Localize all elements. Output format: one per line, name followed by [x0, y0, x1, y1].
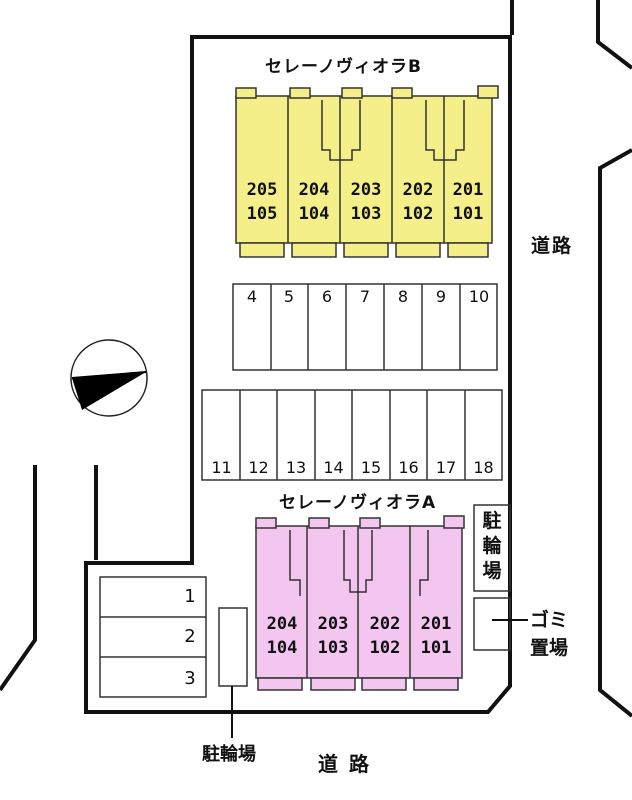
road-edge-far-right	[596, 0, 632, 70]
unit-upper: 204	[266, 614, 298, 634]
bicycle-parking-bottom-label: 駐輪場	[202, 744, 256, 765]
parking-slot-label: 12	[248, 458, 269, 477]
unit-upper: 203	[350, 180, 382, 200]
building-a	[255, 515, 465, 691]
road-edge-left-outer	[0, 465, 37, 692]
building-b-unit: 205 105	[242, 178, 282, 226]
bicycle-parking-right-label: 駐輪場	[482, 510, 502, 582]
unit-upper: 201	[452, 180, 484, 200]
unit-lower: 101	[420, 638, 452, 658]
garbage-label-line-1: ゴミ	[530, 609, 569, 631]
building-b-unit: 203 103	[346, 178, 386, 226]
unit-lower: 103	[350, 204, 382, 224]
building-a-unit: 201 101	[415, 612, 457, 660]
unit-lower: 104	[298, 204, 330, 224]
unit-lower: 102	[369, 638, 401, 658]
unit-lower: 105	[246, 204, 278, 224]
garbage-label-line-2: 置場	[530, 637, 569, 659]
unit-upper: 205	[246, 180, 278, 200]
parking-slot-label: 15	[360, 458, 382, 477]
parking-left	[99, 576, 207, 698]
parking-slot-label: 1	[184, 586, 196, 607]
parking-slot-label: 6	[321, 287, 333, 306]
bicycle-parking-right	[473, 504, 511, 592]
building-a-unit: 204 104	[261, 612, 303, 660]
property-boundary	[84, 35, 512, 714]
parking-slot-label: 13	[285, 458, 307, 477]
building-b-name: セレーノヴィオラB	[265, 57, 422, 77]
unit-upper: 203	[317, 614, 349, 634]
north-arrow-icon	[70, 339, 148, 417]
unit-upper: 202	[369, 614, 401, 634]
parking-slot-label: 16	[398, 458, 419, 477]
parking-slot-label: 8	[397, 287, 409, 306]
parking-slot-label: 18	[473, 458, 494, 477]
unit-lower: 101	[452, 204, 484, 224]
parking-slot-label: 7	[359, 287, 371, 306]
parking-row-upper	[232, 283, 498, 371]
bicycle-parking-bottom	[218, 607, 248, 687]
unit-lower: 104	[266, 638, 298, 658]
unit-upper: 201	[420, 614, 452, 634]
building-a-unit: 202 102	[364, 612, 406, 660]
unit-lower: 102	[402, 204, 434, 224]
garbage-area-label: ゴミ 置場	[530, 606, 568, 662]
parking-slot-label: 2	[184, 626, 196, 647]
building-b-unit: 202 102	[398, 178, 438, 226]
unit-lower: 103	[317, 638, 349, 658]
road-edge-far-right-lower	[598, 148, 632, 718]
building-a-name: セレーノヴィオラA	[279, 493, 437, 513]
building-b-unit: 204 104	[294, 178, 334, 226]
road-label-right: 道路	[531, 235, 574, 257]
parking-slot-label: 11	[211, 458, 232, 477]
parking-row-lower	[201, 389, 503, 481]
parking-slot-label: 10	[468, 287, 490, 306]
building-a-unit: 203 103	[312, 612, 354, 660]
parking-slot-label: 3	[184, 668, 196, 689]
unit-upper: 204	[298, 180, 330, 200]
parking-slot-label: 14	[323, 458, 344, 477]
parking-slot-label: 5	[283, 287, 295, 306]
parking-slot-label: 4	[246, 287, 258, 306]
parking-slot-label: 9	[435, 287, 447, 306]
building-b	[235, 85, 499, 258]
road-label-bottom: 道 路	[318, 752, 371, 776]
parking-slot-label: 17	[435, 458, 457, 477]
garbage-area	[473, 597, 511, 651]
building-b-unit: 201 101	[448, 178, 488, 226]
unit-upper: 202	[402, 180, 434, 200]
